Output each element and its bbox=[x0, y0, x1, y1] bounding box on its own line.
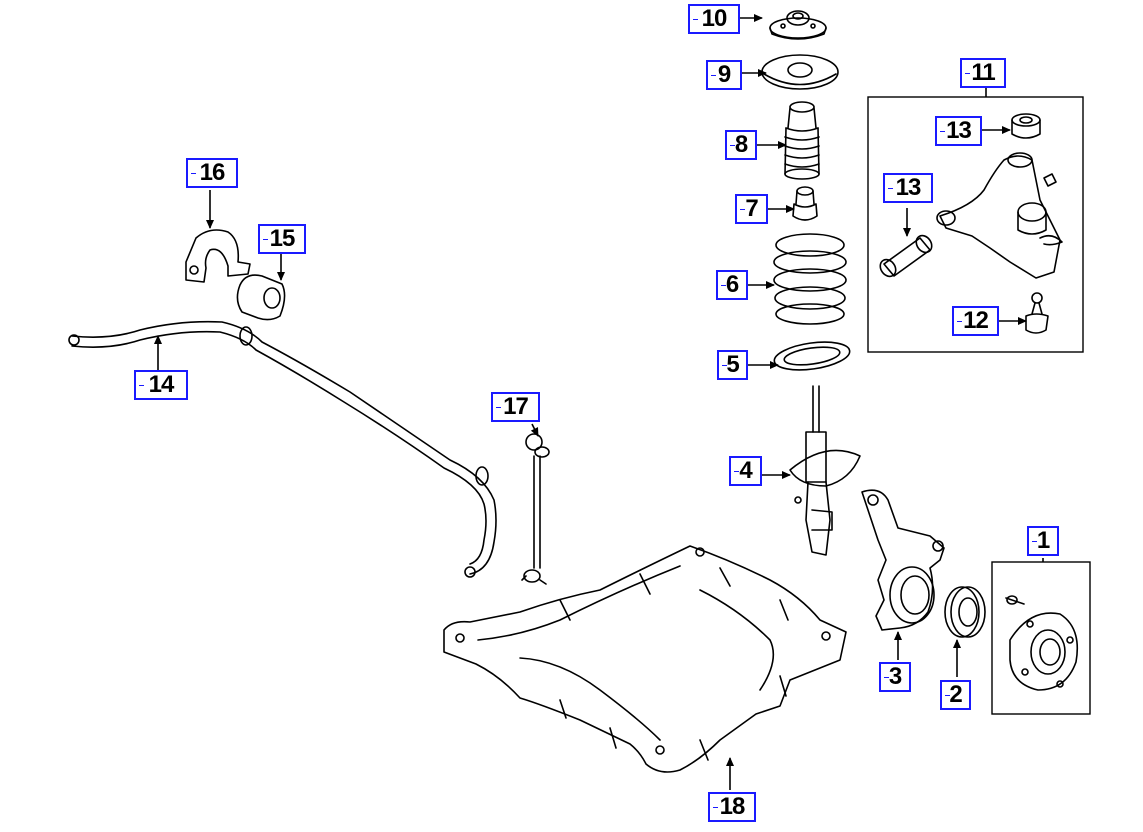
stabilizer-bracket[interactable] bbox=[185, 229, 251, 283]
callout-12[interactable]: 12 bbox=[952, 306, 999, 336]
stabilizer-link[interactable] bbox=[521, 433, 550, 585]
callout-17[interactable]: 17 bbox=[491, 392, 540, 422]
lower-control-arm[interactable] bbox=[936, 152, 1063, 279]
callout-18[interactable]: 18 bbox=[708, 792, 756, 822]
control-arm-group-box bbox=[867, 96, 1084, 353]
callout-11[interactable]: 11 bbox=[960, 58, 1006, 88]
control-arm-bushing-front[interactable] bbox=[877, 233, 935, 280]
wheel-bearing[interactable] bbox=[944, 586, 986, 638]
callout-15[interactable]: 15 bbox=[258, 224, 306, 254]
coil-spring[interactable] bbox=[773, 233, 847, 325]
front-subframe[interactable] bbox=[443, 545, 847, 773]
spring-insulator[interactable] bbox=[773, 338, 852, 374]
callout-14[interactable]: 14 bbox=[134, 370, 188, 400]
callout-6[interactable]: 6 bbox=[716, 270, 748, 300]
callout-8[interactable]: 8 bbox=[725, 130, 757, 160]
hub-group-box bbox=[991, 561, 1091, 715]
callout-5[interactable]: 5 bbox=[717, 350, 748, 380]
callout-16[interactable]: 16 bbox=[186, 158, 238, 188]
ball-joint[interactable] bbox=[1025, 292, 1049, 334]
callout-13-lower[interactable]: 13 bbox=[883, 173, 933, 203]
dust-boot[interactable] bbox=[784, 101, 820, 180]
callout-2[interactable]: 2 bbox=[940, 680, 971, 710]
callout-1[interactable]: 1 bbox=[1027, 526, 1059, 556]
steering-knuckle[interactable] bbox=[861, 489, 945, 631]
callout-4[interactable]: 4 bbox=[729, 456, 762, 486]
stabilizer-bushing[interactable] bbox=[236, 274, 286, 321]
strut-mount[interactable] bbox=[769, 10, 827, 40]
control-arm-bushing[interactable] bbox=[1011, 113, 1041, 139]
upper-spring-seat[interactable] bbox=[761, 54, 839, 90]
callout-3[interactable]: 3 bbox=[879, 662, 911, 692]
callout-10[interactable]: 10 bbox=[688, 4, 740, 34]
callout-13-upper[interactable]: 13 bbox=[935, 116, 982, 146]
stabilizer-bar[interactable] bbox=[68, 320, 497, 578]
wheel-hub[interactable] bbox=[1005, 595, 1079, 691]
bump-stop[interactable] bbox=[792, 186, 818, 221]
strut-assembly[interactable] bbox=[789, 385, 861, 556]
callout-7[interactable]: 7 bbox=[735, 194, 768, 224]
callout-9[interactable]: 9 bbox=[706, 60, 742, 90]
